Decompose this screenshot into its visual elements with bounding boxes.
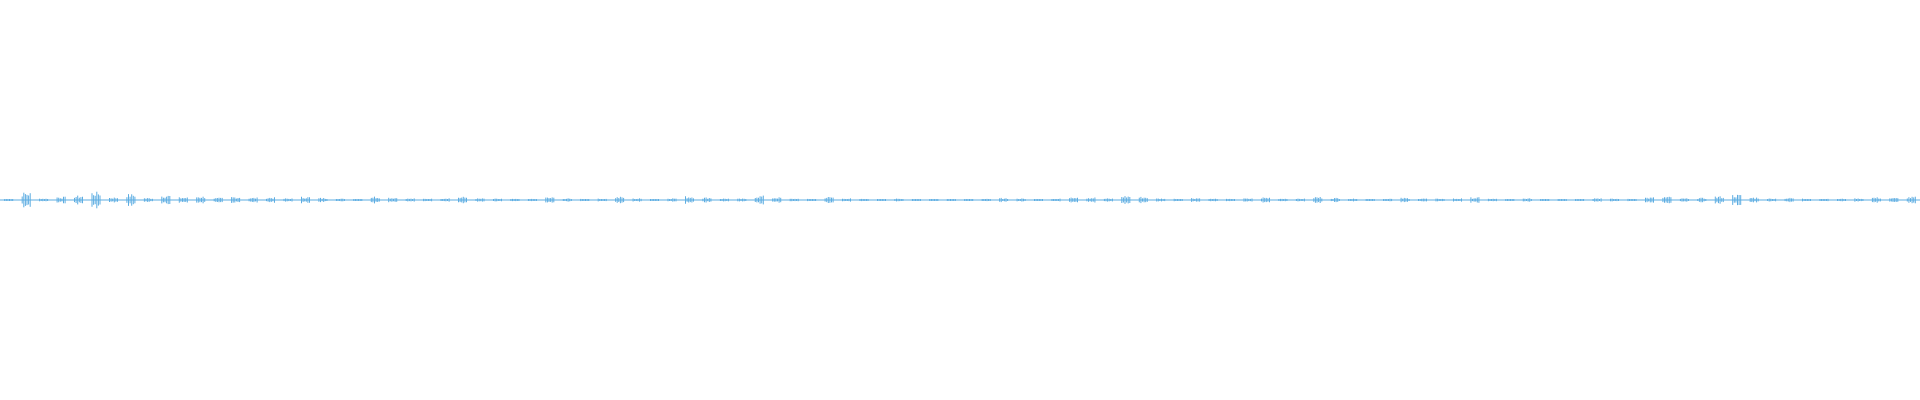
waveform-peaks bbox=[4, 191, 1916, 209]
